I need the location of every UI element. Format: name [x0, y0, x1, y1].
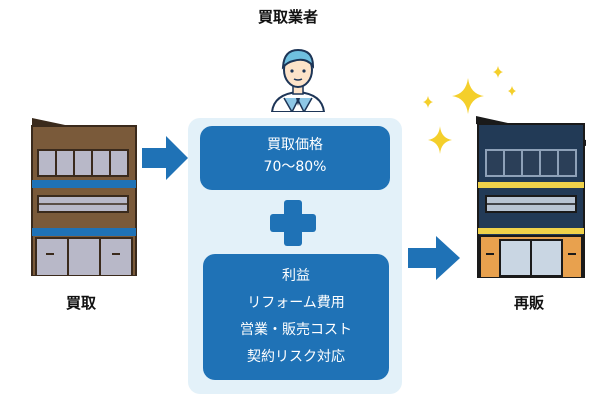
cost-item-profit: 利益 — [282, 268, 310, 284]
dealer-avatar-icon — [270, 48, 326, 112]
dealer-label: 買取業者 — [258, 8, 319, 26]
cost-item-renovation: リフォーム費用 — [247, 295, 345, 311]
arrow-right-icon — [142, 136, 188, 180]
cost-item-risk: 契約リスク対応 — [247, 349, 345, 365]
resale-label: 再販 — [514, 294, 545, 312]
arrow-right-icon — [408, 236, 460, 280]
purchase-price-card: 買取価格 70〜80% — [200, 126, 390, 190]
buy-label: 買取 — [66, 294, 97, 312]
old-house-illustration — [31, 118, 137, 276]
purchase-price-ratio: 70〜80% — [263, 159, 327, 175]
renovated-house-illustration — [476, 116, 586, 278]
purchase-price-title: 買取価格 — [267, 137, 323, 153]
sparkle-icon — [423, 66, 516, 154]
additional-costs-card: 利益 リフォーム費用 営業・販売コスト 契約リスク対応 — [203, 254, 389, 380]
cost-item-sales: 営業・販売コスト — [240, 322, 352, 338]
